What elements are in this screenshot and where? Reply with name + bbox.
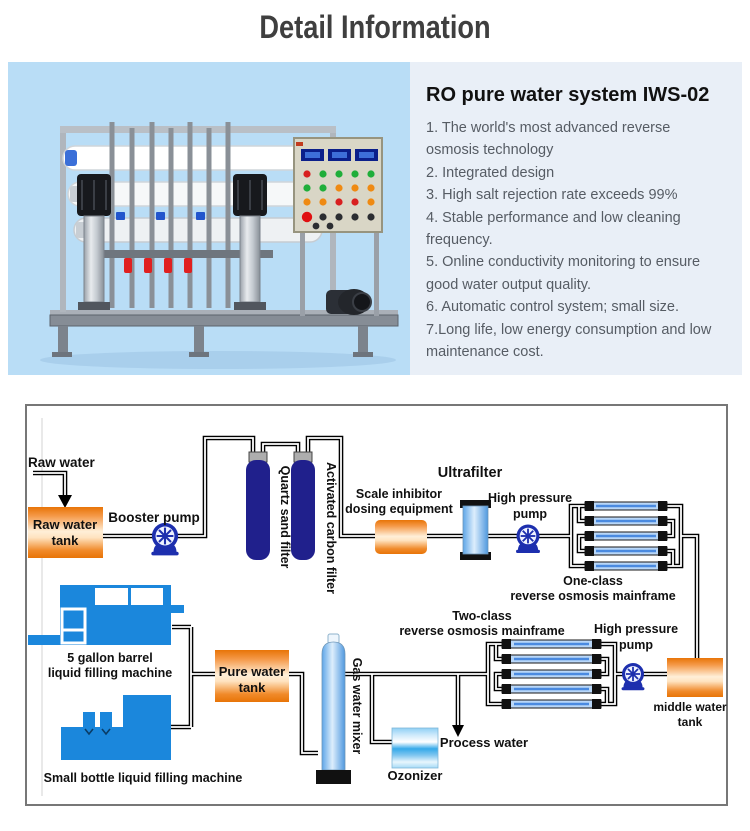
quartz-sand-filter-tank: [246, 451, 270, 560]
valve-handles-red: [124, 258, 192, 273]
flow-diagram: Raw water Raw water tank Booster pump Qu…: [25, 404, 728, 806]
indicator-lights: [301, 170, 375, 230]
label-process-water: Process water: [440, 735, 528, 750]
label-raw-water: Raw water: [28, 455, 96, 470]
label-ozonizer: Ozonizer: [388, 768, 443, 783]
feature-item: 1. The world's most advanced reverse osm…: [426, 120, 671, 159]
label-ultrafilter: Ultrafilter: [438, 465, 503, 481]
label-two-class-line1: Two-class: [452, 609, 512, 623]
pipe-network: [33, 438, 697, 753]
booster-pump-icon: [150, 521, 180, 557]
label-hp-pump1-line2: pump: [513, 507, 547, 521]
product-section: RO pure water system IWS-02 1. The world…: [0, 62, 750, 375]
five-gallon-filling-machine: [28, 585, 184, 645]
label-hp-pump2-line1: High pressure: [594, 622, 678, 636]
label-raw-water-tank-line2: tank: [52, 533, 80, 548]
label-hp-pump2-line2: pump: [619, 638, 653, 652]
label-hp-pump1-line1: High pressure: [488, 491, 572, 505]
left-margin: [0, 62, 8, 375]
right-margin: [742, 62, 750, 375]
pure-water-tank: [215, 650, 289, 702]
label-pure-water-tank-line2: tank: [239, 680, 267, 695]
product-heading: RO pure water system IWS-02: [426, 84, 710, 106]
machine-piping: [109, 122, 231, 308]
page-title: Detail Information: [259, 9, 491, 45]
process-water-arrow: [452, 725, 464, 737]
label-two-class-line2: reverse osmosis mainframe: [399, 624, 564, 638]
scale-inhibitor-doser: [375, 520, 427, 554]
product-photo: [8, 62, 410, 375]
label-middle-water-tank-line2: tank: [678, 715, 703, 729]
label-scale-inhibitor-line2: dosing equipment: [345, 502, 453, 516]
gas-water-mixer: [316, 633, 351, 784]
label-five-gallon-line1: 5 gallon barrel: [67, 651, 152, 665]
middle-water-tank: [667, 658, 723, 697]
label-quartz-sand-filter: Quartz sand filter: [278, 466, 292, 569]
feature-item: 7.Long life, low energy consumption and …: [426, 321, 712, 361]
label-five-gallon-line2: liquid filling machine: [48, 666, 172, 680]
label-raw-water-tank-line1: Raw water: [33, 517, 97, 532]
label-gas-water-mixer: Gas water mixer: [350, 658, 364, 755]
manifold-pipe: [103, 250, 273, 258]
label-one-class-line2: reverse osmosis mainframe: [510, 589, 675, 603]
raw-water-arrow: [58, 495, 72, 508]
high-pressure-pump-icon-2: [620, 662, 646, 692]
feature-item: 3. High salt rejection rate exceeds 99%: [426, 187, 678, 204]
raw-water-tank: [28, 507, 103, 558]
page-header: Detail Information: [0, 0, 750, 62]
ozonizer-unit: [391, 727, 439, 769]
small-bottle-filling-machine: [61, 695, 171, 760]
label-one-class-line1: One-class: [563, 574, 623, 588]
label-small-bottle-machine: Small bottle liquid filling machine: [44, 771, 243, 785]
label-middle-water-tank-line1: middle water: [653, 700, 727, 714]
valve-handles-blue: [116, 212, 205, 220]
vertical-pump-right: [233, 174, 267, 310]
label-booster-pump: Booster pump: [108, 510, 200, 525]
activated-carbon-filter-tank: [291, 451, 315, 560]
product-photo-illustration: [40, 122, 399, 369]
product-info: RO pure water system IWS-02 1. The world…: [410, 62, 742, 375]
label-scale-inhibitor-line1: Scale inhibitor: [356, 487, 442, 501]
feature-item: 2. Integrated design: [426, 164, 555, 181]
feature-item: 5. Online conductivity monitoring to ens…: [426, 254, 701, 293]
transfer-pump: [326, 289, 372, 315]
label-activated-carbon-filter: Activated carbon filter: [324, 462, 338, 594]
feature-item: 4. Stable performance and low cleaning f…: [426, 209, 681, 249]
control-cabinet: [293, 137, 383, 316]
one-class-ro-mainframe: [584, 501, 668, 571]
vertical-pump-left: [77, 174, 111, 310]
high-pressure-pump-icon-1: [515, 523, 541, 554]
two-class-ro-mainframe: [501, 639, 602, 709]
label-pure-water-tank-line1: Pure water: [219, 664, 285, 679]
feature-item: 6. Automatic control system; small size.: [426, 299, 680, 316]
flow-diagram-section: Raw water Raw water tank Booster pump Qu…: [0, 396, 750, 831]
ultrafilter-unit: [460, 500, 491, 560]
machine-shadow: [40, 351, 396, 369]
